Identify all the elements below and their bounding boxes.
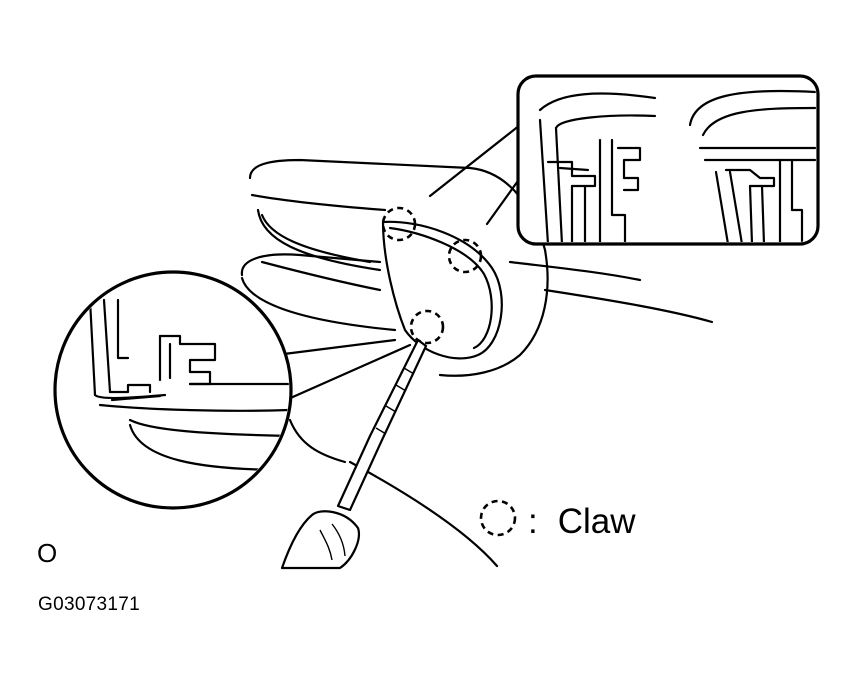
leader-lines	[274, 123, 522, 402]
figure-code: G03073171	[38, 594, 141, 615]
armrest	[240, 158, 549, 377]
view-mark: O	[37, 538, 58, 568]
claw-marker-lower	[409, 309, 445, 345]
detail-circle-lower	[53, 270, 293, 510]
legend: : Claw	[528, 502, 636, 542]
claw-markers	[381, 206, 483, 345]
screwdriver	[280, 338, 428, 570]
claw-marker-upper	[381, 206, 417, 242]
seat-body	[288, 260, 714, 568]
detail-box-upper	[516, 74, 820, 246]
legend-separator: :	[528, 502, 538, 541]
claw-marker-right	[447, 238, 483, 274]
trim-cover	[381, 220, 503, 360]
dashed-circle-icon	[479, 499, 517, 537]
legend-label: Claw	[557, 502, 636, 541]
